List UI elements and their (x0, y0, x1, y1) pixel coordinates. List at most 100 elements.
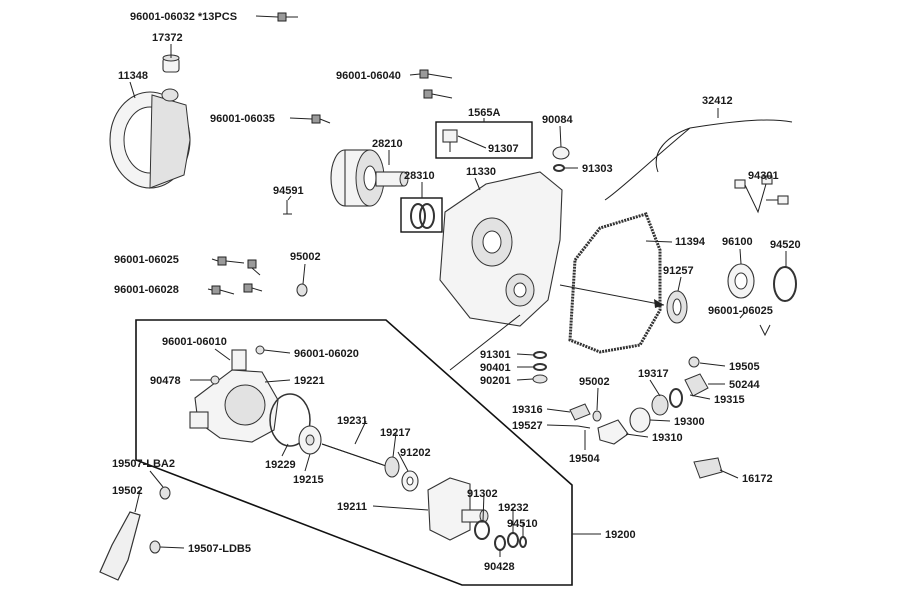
part-95002-clip (296, 283, 308, 297)
label-96100: 96100 (722, 236, 753, 248)
clip-96001-06025 (759, 324, 771, 337)
label-19221: 19221 (294, 375, 325, 387)
label-19315: 19315 (714, 394, 745, 406)
label-19217: 19217 (380, 427, 411, 439)
clip-19507-LDB5 (149, 540, 161, 554)
hose-19316 (569, 403, 591, 421)
part-11394-gasket (568, 212, 662, 354)
label-90478: 90478 (150, 375, 181, 387)
label-91302: 91302 (467, 488, 498, 500)
bolt-96001-06035 (311, 114, 331, 124)
label-96001-06025-left: 96001-06025 (114, 254, 179, 266)
part-19300-thermostat (629, 388, 683, 433)
label-28310: 28310 (404, 170, 435, 182)
label-91301: 91301 (480, 349, 511, 361)
label-19300: 19300 (674, 416, 705, 428)
label-96001-06028: 96001-06028 (114, 284, 179, 296)
bolt-96001-06040 (419, 69, 453, 99)
ring-19232 (507, 532, 519, 548)
label-16172: 16172 (742, 473, 773, 485)
part-19211-pump-body (427, 477, 489, 541)
nut-90201 (532, 374, 548, 384)
label-50244: 50244 (729, 379, 760, 391)
plug-90478 (210, 375, 220, 385)
label-19231: 19231 (337, 415, 368, 427)
part-19310-housing (597, 419, 629, 445)
ring-91302 (474, 520, 490, 540)
part-19217-seal (384, 456, 400, 478)
label-96001-06035: 96001-06035 (210, 113, 275, 125)
pin-19527 (577, 425, 591, 429)
bolt-96001-06010 (255, 345, 265, 355)
washer-90401 (533, 363, 547, 371)
label-19502: 19502 (112, 485, 143, 497)
label-11330: 11330 (466, 166, 496, 178)
part-19215-impeller (298, 425, 322, 455)
bolt-96001-06028 (211, 283, 263, 295)
label-96001-06020: 96001-06020 (294, 348, 359, 360)
label-19200: 19200 (605, 529, 636, 541)
label-95002-left: 95002 (290, 251, 321, 263)
label-11348: 11348 (118, 70, 148, 82)
part-labels: 96001-06032 *13PCS 17372 11348 96001-060… (112, 11, 801, 573)
label-28210: 28210 (372, 138, 403, 150)
label-19211: 19211 (337, 501, 367, 513)
label-19232: 19232 (498, 502, 529, 514)
label-19310: 19310 (652, 432, 683, 444)
label-90401: 90401 (480, 362, 511, 374)
label-19505: 19505 (729, 361, 760, 373)
label-32412: 32412 (702, 95, 733, 107)
part-91257-seal (666, 290, 688, 324)
part-94520-circlip (773, 266, 797, 302)
label-91257: 91257 (663, 265, 694, 277)
label-19504: 19504 (569, 453, 600, 465)
part-16172-bracket (693, 457, 723, 479)
bolt-96001-06032 (277, 12, 298, 22)
label-94520: 94520 (770, 239, 801, 251)
label-19527: 19527 (512, 420, 543, 432)
label-96001-06010: 96001-06010 (162, 336, 227, 348)
label-90201: 90201 (480, 375, 511, 387)
label-95002-right: 95002 (579, 376, 610, 388)
clip-19507-LBA2 (159, 486, 171, 500)
part-11330-cover (439, 171, 563, 327)
label-19507-LDB5: 19507-LDB5 (188, 543, 251, 555)
part-19229-gasket (269, 393, 311, 447)
part-28210-hub (330, 149, 409, 207)
ring-90428 (494, 535, 506, 551)
label-90428: 90428 (484, 561, 515, 573)
label-90084: 90084 (542, 114, 573, 126)
bolt-96001-06025-left (217, 256, 261, 276)
label-96001-06040: 96001-06040 (336, 70, 401, 82)
label-94591: 94591 (273, 185, 304, 197)
label-91303: 91303 (582, 163, 613, 175)
part-91307-plug (442, 129, 458, 152)
part-91202-bearing (401, 470, 419, 492)
label-11394: 11394 (675, 236, 706, 248)
part-94591-pin (283, 200, 292, 215)
hose-19502 (99, 511, 141, 581)
label-1565A: 1565A (468, 107, 500, 119)
label-91202: 91202 (400, 447, 431, 459)
arrow-head (654, 299, 664, 308)
label-91307: 91307 (488, 143, 519, 155)
leader-arrow (559, 284, 665, 306)
label-94301: 94301 (748, 170, 779, 182)
washer-91301 (533, 351, 547, 359)
part-19221-pump-cover (189, 349, 279, 443)
part-94301-sensor (734, 175, 789, 214)
part-32412-cable (604, 119, 793, 201)
part-96100-bearing (727, 263, 755, 299)
leader-lines (129, 15, 787, 557)
label-96001-06032: 96001-06032 *13PCS (130, 11, 237, 23)
part-50244-bracket (684, 356, 709, 397)
clip-95002-right (592, 410, 602, 422)
label-19215: 19215 (293, 474, 324, 486)
label-19507-LBA2: 19507-LBA2 (112, 458, 175, 470)
label-19316: 19316 (512, 404, 543, 416)
label-19317: 19317 (638, 368, 669, 380)
part-28310-rings (410, 203, 435, 229)
part-11348-shroud (109, 88, 191, 189)
